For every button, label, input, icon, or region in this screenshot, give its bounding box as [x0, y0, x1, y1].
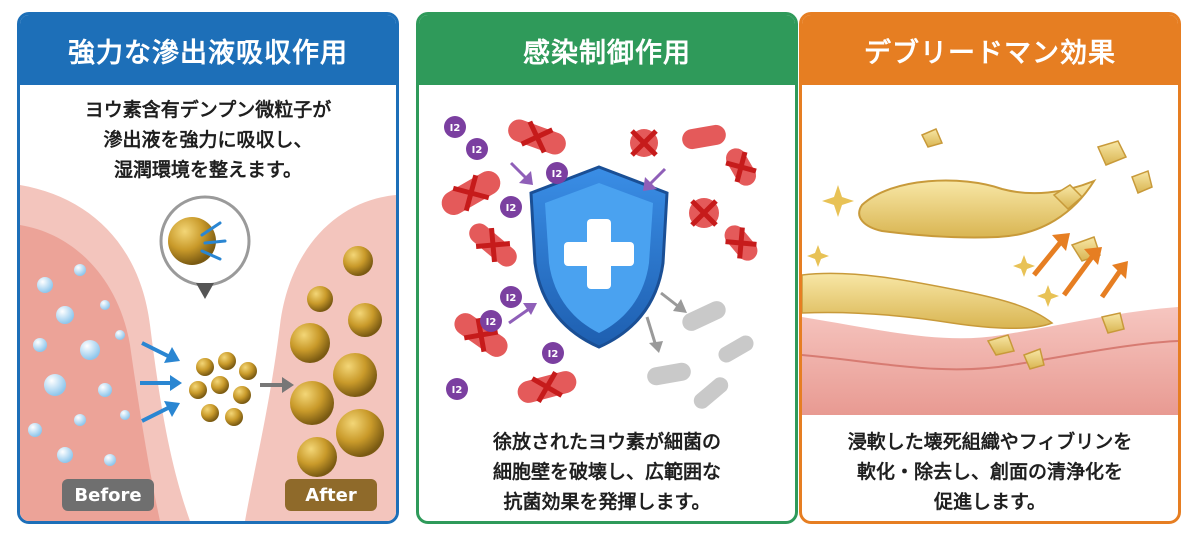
iodine-molecules: I2 I2 I2 I2 I2	[444, 116, 568, 400]
bacterium-icon	[508, 119, 566, 155]
bacterium-icon	[689, 198, 719, 228]
iodine-molecule-icon: I2	[546, 162, 568, 184]
bacterium-icon	[724, 225, 758, 261]
infection-control-illustration: I2 I2 I2 I2 I2	[441, 116, 758, 409]
droplet	[100, 300, 110, 310]
droplet	[57, 447, 73, 463]
panel-absorption: 強力な滲出液吸収作用	[17, 12, 399, 524]
iodine-arrows	[508, 161, 667, 325]
droplet	[115, 330, 125, 340]
droplet	[80, 340, 100, 360]
fibrin-slough	[858, 178, 1097, 239]
panel-title: 感染制御作用	[419, 15, 795, 85]
svg-text:I2: I2	[506, 203, 517, 214]
skin-tissue	[802, 307, 1178, 415]
droplet	[98, 383, 112, 397]
droplet	[33, 338, 47, 352]
panel-infection-control: 感染制御作用	[416, 12, 798, 524]
bacterium-icon	[454, 313, 508, 357]
iodine-molecule-icon: I2	[466, 138, 488, 160]
bacterium-icon	[441, 171, 501, 215]
inactivated-bacteria	[647, 301, 754, 409]
iodine-molecule-icon: I2	[500, 286, 522, 308]
removal-arrows	[1032, 233, 1128, 299]
bacterium-icon	[682, 124, 726, 150]
destroyed-bacteria	[441, 119, 758, 403]
droplet	[74, 414, 86, 426]
svg-text:I2: I2	[552, 169, 563, 180]
panel-description: 徐放されたヨウ素が細菌の 細胞壁を破壊し、広範囲な 抗菌効果を発揮します。	[492, 431, 721, 513]
iodine-molecule-icon: I2	[446, 378, 468, 400]
iodine-molecule-icon: I2	[444, 116, 466, 138]
droplet	[74, 264, 86, 276]
bacterium-icon	[469, 223, 517, 267]
before-label: Before	[62, 479, 154, 511]
bacterium-icon	[630, 129, 658, 157]
iodine-molecule-icon: I2	[542, 342, 564, 364]
swollen-beads	[290, 246, 384, 477]
svg-text:I2: I2	[450, 123, 461, 134]
droplet	[44, 374, 66, 396]
microbeads-cluster	[189, 352, 257, 426]
iodine-molecule-icon: I2	[480, 310, 502, 332]
panel-description: ヨウ素含有デンプン微粒子が 滲出液を強力に吸収し、 湿潤環境を整えます。	[84, 99, 332, 181]
necrotic-tissue	[802, 272, 1054, 330]
sparkle-icons	[807, 185, 1059, 307]
panel-title: 強力な滲出液吸収作用	[20, 15, 396, 85]
debridement-illustration	[802, 128, 1178, 415]
after-label: After	[285, 479, 377, 511]
svg-text:I2: I2	[548, 349, 559, 360]
absorption-arrows	[140, 341, 182, 423]
iodine-molecule-icon: I2	[500, 196, 522, 218]
droplet	[56, 306, 74, 324]
svg-text:I2: I2	[486, 317, 497, 328]
svg-text:I2: I2	[506, 293, 517, 304]
droplet	[104, 454, 116, 466]
svg-text:I2: I2	[452, 385, 463, 396]
panel-title: デブリードマン効果	[802, 15, 1178, 85]
panel-debridement: デブリードマン効果	[799, 12, 1181, 524]
shield-icon	[529, 165, 669, 349]
debris-fragments	[920, 128, 1153, 370]
bacterium-icon	[725, 148, 757, 186]
bacterium-icon	[517, 371, 577, 403]
droplet	[37, 277, 53, 293]
droplet	[120, 410, 130, 420]
absorption-illustration	[20, 185, 396, 521]
starch-particle-icon	[168, 217, 216, 265]
panel-description: 浸軟した壊死組織やフィブリンを 軟化・除去し、創面の清浄化を 促進します。	[847, 431, 1133, 513]
svg-text:I2: I2	[472, 145, 483, 156]
exudate-droplets	[28, 264, 130, 466]
droplet	[28, 423, 42, 437]
